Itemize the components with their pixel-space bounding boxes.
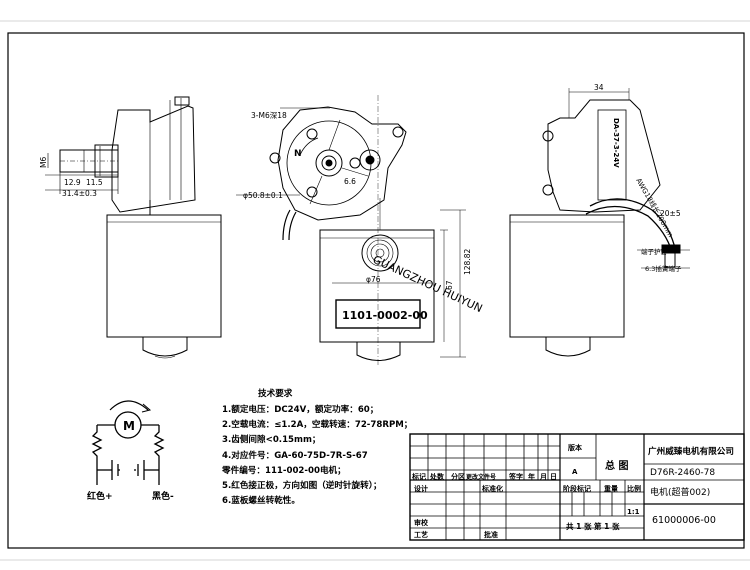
label-holes: 3-M6深18 xyxy=(251,111,287,120)
note-item: 零件编号：111-002-00电机； xyxy=(222,465,346,476)
note-item: 6.蓝板螺丝转乾性。 xyxy=(222,496,300,507)
label-6-6: 6.6 xyxy=(344,177,356,186)
label-plug: 6.3插簧端子 xyxy=(645,264,682,273)
tb-version-label: 版本 xyxy=(568,444,582,452)
tb-version-value: A xyxy=(572,468,578,476)
title-block-grid xyxy=(409,433,745,541)
tb-drawing-type: 总 图 xyxy=(605,461,629,472)
label-67: 67 xyxy=(445,280,454,290)
schematic-motor-m: M xyxy=(123,419,135,433)
tb-product: 电机(超普002) xyxy=(650,488,711,498)
label-m6: M6 xyxy=(39,157,48,168)
tb-header-month: 月 xyxy=(540,473,547,481)
notes-list: 1.额定电压：DC24V，额定功率：60； 2.空载电流：≤1.2A，空载转速：… xyxy=(222,403,412,509)
label-12-9: 12.9 xyxy=(64,178,81,187)
dimension-labels: 3-M6深18 N φ50.8±0.1 6.6 φ76 128.82 67 34… xyxy=(39,83,682,290)
label-n: N xyxy=(294,149,302,159)
tb-header-count: 处数 xyxy=(430,473,444,481)
tb-scale-label: 比例 xyxy=(627,485,641,493)
tb-header-change: 更改文件号 xyxy=(466,474,497,481)
wire-black-label: 黑色- xyxy=(152,490,174,502)
label-128-82: 128.82 xyxy=(463,249,472,275)
tb-doc-number: 61000006-00 xyxy=(652,515,716,526)
label-20-5: 20±5 xyxy=(660,209,681,218)
tb-weight: 重量 xyxy=(604,485,618,493)
tb-model: D76R-2460-78 xyxy=(650,468,716,478)
note-item: 1.额定电压：DC24V，额定功率：60； xyxy=(222,405,379,415)
notes-title: 技术要求 xyxy=(258,389,293,399)
middle-view xyxy=(236,95,466,365)
outer-frame xyxy=(7,32,745,549)
tb-row-standard: 标准化 xyxy=(482,485,503,493)
label-cable: AWG18线长200mm xyxy=(634,177,675,239)
note-item: 5.红色接正极，方向如图（逆时针旋转）； xyxy=(222,481,382,492)
tb-row-process: 工艺 xyxy=(414,531,428,539)
part-number-label: 1101-0002-00 xyxy=(342,309,428,322)
label-phi76: φ76 xyxy=(366,275,381,284)
tb-row-design: 设计 xyxy=(414,485,428,493)
tb-header-year: 年 xyxy=(528,473,535,481)
tb-company: 广州威臻电机有限公司 xyxy=(648,447,734,457)
tb-stage-mark: 阶段标记 xyxy=(563,485,591,493)
tb-header-mark: 标记 xyxy=(412,473,426,481)
tb-scale-value: 1:1 xyxy=(627,508,640,516)
note-item: 2.空载电流：≤1.2A，空载转速：72-78RPM； xyxy=(222,420,413,431)
wire-red-label: 红色+ xyxy=(87,490,113,502)
tb-sheets: 共 1 张 第 1 张 xyxy=(566,522,620,531)
label-phi50: φ50.8±0.1 xyxy=(243,191,283,200)
left-view xyxy=(45,96,222,359)
tb-header-zone: 分区 xyxy=(451,473,465,481)
tb-row-review: 审校 xyxy=(414,519,428,527)
label-terminal: 端子护套 xyxy=(641,247,668,256)
motor-schematic xyxy=(91,400,165,485)
tb-row-approve: 批准 xyxy=(484,531,498,539)
label-34: 34 xyxy=(594,83,604,92)
label-31-4: 31.4±0.3 xyxy=(62,189,97,198)
tb-header-sign: 签字 xyxy=(509,473,523,481)
label-11-5: 11.5 xyxy=(86,178,103,187)
side-sticker-text: DA-37-3-24V xyxy=(612,118,620,168)
note-item: 3.齿侧间隙<0.15mm； xyxy=(222,435,321,446)
note-item: 4.对应件号：GA-60-75D-7R-S-67 xyxy=(222,450,368,461)
right-view xyxy=(509,88,690,357)
tb-header-day: 日 xyxy=(550,473,557,481)
